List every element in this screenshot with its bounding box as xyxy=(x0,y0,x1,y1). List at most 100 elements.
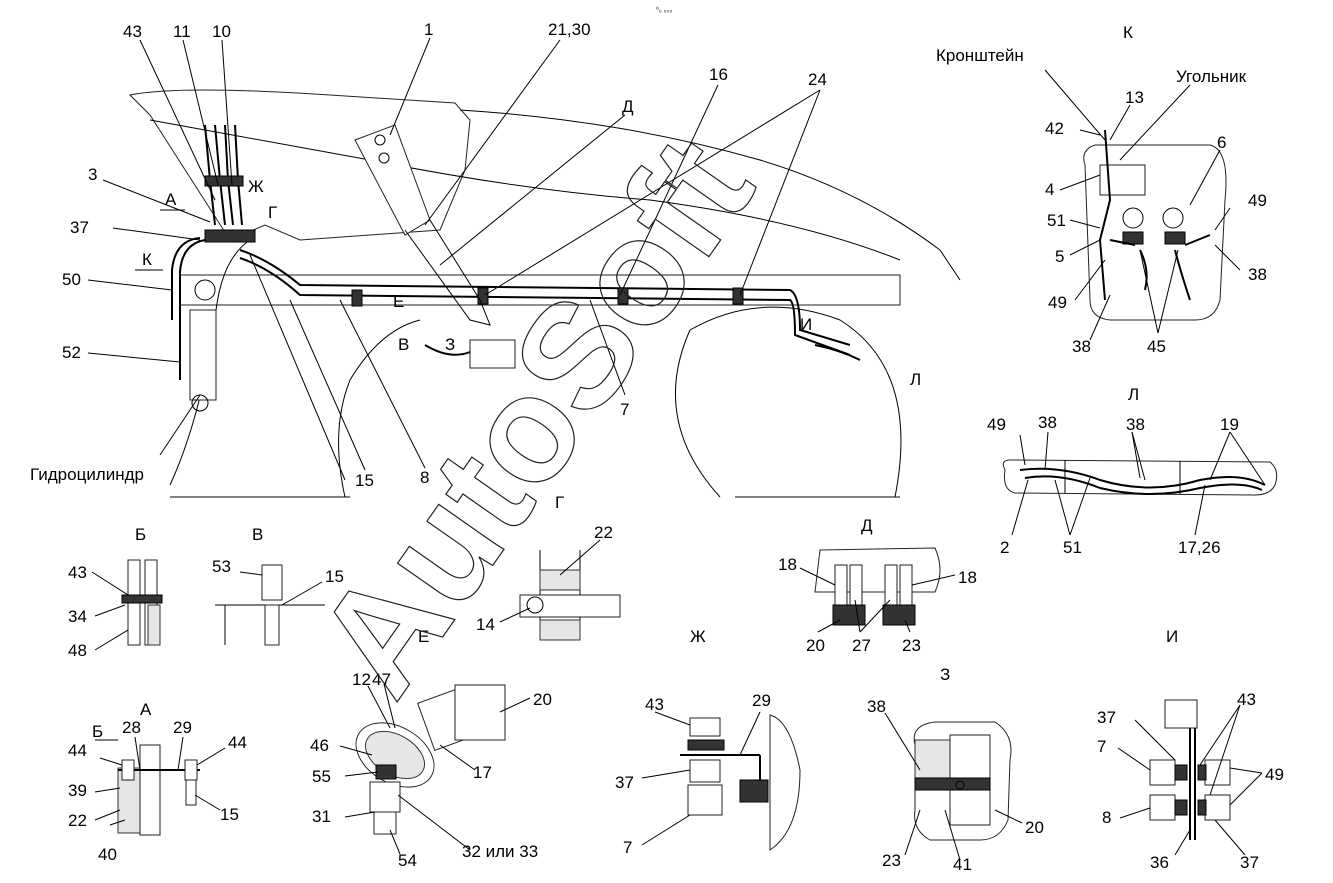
view-E-label-3: 46 xyxy=(310,736,329,755)
view-V: В 53 15 xyxy=(212,525,344,646)
view-K-label-5: 4 xyxy=(1045,180,1054,199)
view-E-label-8: 54 xyxy=(398,851,417,870)
view-I-label-3: 49 xyxy=(1265,765,1284,784)
view-L: Л 49 38 38 19 2 51 17,26 xyxy=(987,385,1278,557)
view-Zh-title: Ж xyxy=(690,627,706,646)
view-A-label-7: 15 xyxy=(220,805,239,824)
view-V-label-1: 15 xyxy=(325,567,344,586)
view-K-label-3: 42 xyxy=(1045,119,1064,138)
callout-3: 3 xyxy=(88,165,97,184)
callout-E: Е xyxy=(393,292,404,311)
view-E-label-6: 31 xyxy=(312,807,331,826)
view-D-label-2: 20 xyxy=(806,636,825,655)
view-Z-title: З xyxy=(940,665,950,684)
view-B-label-2: 48 xyxy=(68,641,87,660)
callout-I: И xyxy=(800,315,812,334)
view-G: Г 22 14 xyxy=(476,493,621,641)
callout-37: 37 xyxy=(70,218,89,237)
view-A-label-6: 22 xyxy=(68,811,87,830)
view-L-label-3: 19 xyxy=(1220,415,1239,434)
view-K-label-1: Угольник xyxy=(1176,67,1247,86)
view-A-label-1: 28 xyxy=(122,718,141,737)
view-I-label-6: 37 xyxy=(1240,853,1259,872)
view-L-label-4: 2 xyxy=(1000,538,1009,557)
view-K-label-8: 5 xyxy=(1055,247,1064,266)
callout-10: 10 xyxy=(212,22,231,41)
view-E-title: Е xyxy=(418,627,429,646)
view-A-label-4: 44 xyxy=(228,733,247,752)
view-K-label-4: 6 xyxy=(1217,133,1226,152)
callout-16: 16 xyxy=(709,65,728,84)
callout-50: 50 xyxy=(62,270,81,289)
callout-15: 15 xyxy=(355,471,374,490)
callout-V: В xyxy=(398,335,409,354)
view-D-label-4: 23 xyxy=(902,636,921,655)
main-leaders xyxy=(87,37,821,471)
view-L-label-0: 49 xyxy=(987,415,1006,434)
view-E: Е 12 47 20 46 17 55 31 32 или 33 54 xyxy=(310,627,552,870)
view-K-label-7: 51 xyxy=(1047,211,1066,230)
view-K-label-12: 45 xyxy=(1147,337,1166,356)
callout-11: 11 xyxy=(173,22,191,41)
callout-G: Г xyxy=(268,203,277,222)
view-K-label-10: 49 xyxy=(1048,293,1067,312)
view-V-title: В xyxy=(252,525,263,544)
view-L-label-5: 51 xyxy=(1063,538,1082,557)
view-A-label-2: 29 xyxy=(173,718,192,737)
view-E-label-1: 47 xyxy=(372,670,391,689)
view-K-label-0: Кронштейн xyxy=(936,46,1024,65)
callout-1: 1 xyxy=(424,20,433,39)
main-callouts: 43 11 10 1 21,30 Д 16 24 3 А Ж Г 37 К 50… xyxy=(30,20,921,490)
callout-K: К xyxy=(142,250,152,269)
view-Zh-label-2: 37 xyxy=(615,773,634,792)
view-Zh-label-1: 29 xyxy=(752,691,771,710)
view-A: А Б 28 29 44 44 39 22 15 40 xyxy=(68,700,247,864)
view-I-label-4: 8 xyxy=(1102,808,1111,827)
view-I: И 37 43 7 49 8 36 37 xyxy=(1097,627,1284,872)
view-E-label-4: 17 xyxy=(473,763,492,782)
view-K-label-6: 49 xyxy=(1248,191,1267,210)
view-D-label-3: 27 xyxy=(852,636,871,655)
callout-21-30: 21,30 xyxy=(548,20,591,39)
view-A-label-8: 40 xyxy=(98,845,117,864)
view-I-label-2: 7 xyxy=(1097,737,1106,756)
callout-D: Д xyxy=(622,97,634,116)
view-A-label-5: 39 xyxy=(68,781,87,800)
view-E-label-7: 32 или 33 xyxy=(462,842,538,861)
view-A-label-3: 44 xyxy=(68,741,87,760)
callout-Z: З xyxy=(445,335,455,354)
callout-24: 24 xyxy=(808,70,827,89)
view-L-title: Л xyxy=(1128,385,1139,404)
view-E-label-2: 20 xyxy=(533,690,552,709)
callout-hydrocylinder: Гидроцилиндр xyxy=(30,465,144,484)
view-I-label-5: 36 xyxy=(1150,853,1169,872)
view-A-title: А xyxy=(140,700,152,719)
callout-8: 8 xyxy=(420,468,429,487)
view-B-label-0: 43 xyxy=(68,563,87,582)
top-mark: ⁰₀ ₀₀₀ xyxy=(656,6,672,14)
view-D-title: Д xyxy=(861,516,873,535)
view-G-title: Г xyxy=(555,493,564,512)
callout-A: А xyxy=(165,190,177,209)
view-K-title: К xyxy=(1123,23,1133,42)
view-K: К Кронштейн Угольник 13 42 6 4 49 51 5 3… xyxy=(936,23,1267,356)
view-Z-label-3: 20 xyxy=(1025,818,1044,837)
view-B-label-1: 34 xyxy=(68,607,87,626)
view-B-title: Б xyxy=(135,525,146,544)
view-L-label-6: 17,26 xyxy=(1178,538,1221,557)
callout-Zh: Ж xyxy=(248,177,264,196)
view-Zh-label-3: 7 xyxy=(623,838,632,857)
main-view: 43 11 10 1 21,30 Д 16 24 3 А Ж Г 37 К 50… xyxy=(30,20,961,498)
view-I-label-1: 43 xyxy=(1237,690,1256,709)
view-L-label-2: 38 xyxy=(1126,415,1145,434)
callout-7: 7 xyxy=(620,400,629,419)
view-I-title: И xyxy=(1166,627,1178,646)
view-E-label-5: 55 xyxy=(312,767,331,786)
view-G-label-0: 22 xyxy=(594,523,613,542)
view-K-label-2: 13 xyxy=(1125,88,1144,107)
view-Zh: Ж 43 29 37 7 xyxy=(615,627,801,857)
view-A-label-0: Б xyxy=(92,722,103,741)
view-G-label-1: 14 xyxy=(476,615,495,634)
view-K-label-11: 38 xyxy=(1072,337,1091,356)
callout-52: 52 xyxy=(62,343,81,362)
